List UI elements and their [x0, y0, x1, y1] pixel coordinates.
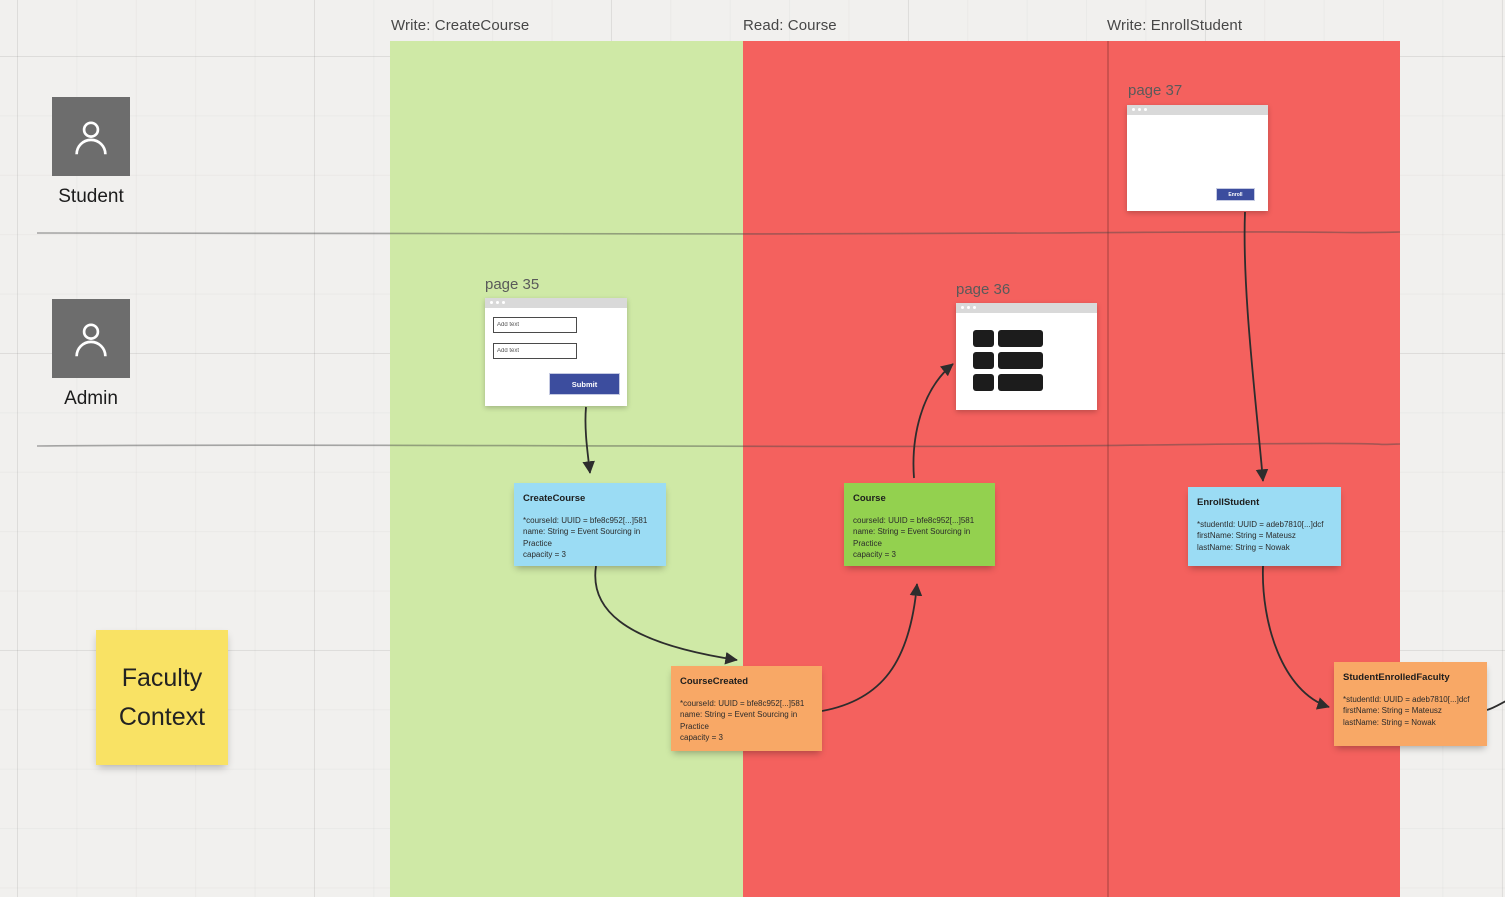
column-write-createcourse — [390, 41, 743, 897]
lane-header-read-course: Read: Course — [743, 17, 837, 34]
page36-wireframe[interactable] — [956, 303, 1097, 410]
page37-enroll-button[interactable]: Enroll — [1216, 188, 1255, 201]
list-text-block — [998, 330, 1043, 347]
sticky-line: *courseId: UUID = bfe8c952[...]581 — [523, 516, 648, 525]
page36-label: page 36 — [956, 281, 1011, 298]
browser-titlebar — [1127, 105, 1268, 115]
sticky-command-enrollstudent[interactable]: EnrollStudent *studentId: UUID = adeb781… — [1188, 487, 1341, 566]
actor-admin-label: Admin — [64, 388, 118, 409]
list-thumbnail-block — [973, 374, 994, 391]
sticky-line: firstName: String = Mateusz — [1197, 531, 1296, 541]
page35-wireframe[interactable]: Submit — [485, 298, 627, 406]
column-read-and-enroll — [743, 41, 1400, 897]
person-icon — [75, 120, 107, 154]
list-thumbnail-block — [973, 352, 994, 369]
sticky-title: CreateCourse — [523, 493, 586, 504]
list-text-block — [998, 374, 1043, 391]
browser-dots-icon — [961, 306, 976, 309]
sticky-line: *studentId: UUID = adeb7810[...]dcf — [1197, 520, 1324, 529]
actor-student[interactable] — [52, 97, 130, 176]
sticky-line: *studentId: UUID = adeb7810[...]dcf — [1343, 695, 1470, 704]
actor-admin[interactable] — [52, 299, 130, 378]
sticky-line: *courseId: UUID = bfe8c952[...]581 — [680, 699, 805, 708]
browser-titlebar — [956, 303, 1097, 313]
list-text-block — [998, 352, 1043, 369]
page35-text-input-2[interactable] — [493, 343, 577, 359]
sticky-event-coursecreated[interactable]: CourseCreated *courseId: UUID = bfe8c952… — [671, 666, 822, 751]
sticky-line: courseId: UUID = bfe8c952[...]581 — [853, 516, 975, 525]
page35-submit-button[interactable]: Submit — [549, 373, 620, 395]
sticky-line: lastName: String = Nowak — [1343, 717, 1436, 727]
sticky-line: name: String = Event Sourcing in Practic… — [523, 527, 641, 548]
sticky-command-createcourse[interactable]: CreateCourse *courseId: UUID = bfe8c952[… — [514, 483, 666, 566]
lane-header-write-createcourse: Write: CreateCourse — [391, 17, 530, 34]
list-thumbnail-block — [973, 330, 994, 347]
page35-label: page 35 — [485, 276, 540, 293]
lane-header-write-enrollstudent: Write: EnrollStudent — [1107, 17, 1243, 34]
sticky-line: name: String = Event Sourcing in Practic… — [853, 527, 971, 548]
browser-dots-icon — [1132, 108, 1147, 111]
sticky-line: capacity = 3 — [523, 550, 566, 560]
sticky-line: firstName: String = Mateusz — [1343, 706, 1442, 716]
person-icon — [75, 322, 107, 356]
sticky-title: EnrollStudent — [1197, 497, 1260, 508]
page37-label: page 37 — [1128, 82, 1183, 99]
sticky-line: capacity = 3 — [853, 550, 896, 560]
sticky-title: Course — [853, 493, 886, 504]
sticky-line: lastName: String = Nowak — [1197, 542, 1290, 552]
browser-titlebar — [485, 298, 627, 308]
sticky-readmodel-course[interactable]: Course courseId: UUID = bfe8c952[...]581… — [844, 483, 995, 566]
page37-wireframe[interactable]: Enroll — [1127, 105, 1268, 211]
column-divider — [1107, 41, 1109, 897]
sticky-event-studentenrolledfaculty[interactable]: StudentEnrolledFaculty *studentId: UUID … — [1334, 662, 1487, 746]
page35-text-input-1[interactable] — [493, 317, 577, 333]
sticky-line: capacity = 3 — [680, 733, 723, 743]
actor-student-label: Student — [58, 186, 124, 207]
sticky-line: name: String = Event Sourcing in Practic… — [680, 710, 798, 731]
arrow-studentenrolled-to-offscreen — [1486, 700, 1505, 711]
sticky-title: StudentEnrolledFaculty — [1343, 672, 1450, 683]
context-sticky-faculty[interactable]: Faculty Context — [96, 630, 228, 765]
sticky-title: CourseCreated — [680, 676, 749, 687]
browser-dots-icon — [490, 301, 505, 304]
